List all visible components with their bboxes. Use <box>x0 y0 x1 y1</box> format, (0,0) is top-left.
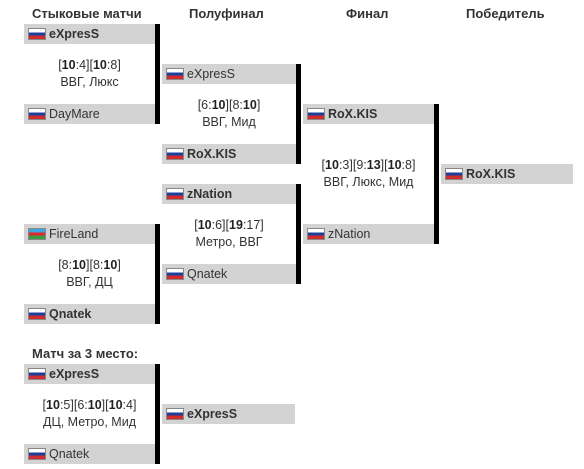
third-winner[interactable]: eXpresS <box>162 404 295 424</box>
map1-score-a: 8 <box>61 258 69 272</box>
map-scores: [10:5][6:10][10:4] <box>42 398 137 412</box>
russia-flag-icon <box>166 408 184 420</box>
qual1-team1[interactable]: eXpresS <box>24 24 155 44</box>
bracket-connector <box>155 24 160 124</box>
map2-score-a: 9 <box>356 158 364 172</box>
map-scores: [6:10][8:10] <box>197 98 261 112</box>
semi2-team1[interactable]: zNation <box>162 184 296 204</box>
map2-score-b: 10 <box>87 398 102 412</box>
map2-score-a: 8 <box>92 258 100 272</box>
team-name: Qnatek <box>187 267 228 281</box>
bracket-connector <box>155 364 160 464</box>
qual1-score: [10:4][10:8] ВВГ, Люкс <box>24 57 155 91</box>
team-name: RoX.KIS <box>187 147 237 161</box>
map1-score-b: 4 <box>79 58 87 72</box>
russia-flag-icon <box>166 148 184 160</box>
map2-score-a: 8 <box>232 98 240 112</box>
final-team1[interactable]: RoX.KIS <box>303 104 434 124</box>
map1-score-b: 3 <box>342 158 350 172</box>
map1-score-a: 10 <box>61 58 76 72</box>
final-team2[interactable]: zNation <box>303 224 434 244</box>
map3-score-a: 10 <box>108 398 123 412</box>
team-name: RoX.KIS <box>466 167 516 181</box>
third-team1[interactable]: eXpresS <box>24 364 155 384</box>
map-names: ДЦ, Метро, Мид <box>42 415 136 429</box>
bracket-connector <box>296 64 301 164</box>
map2-score-b: 10 <box>242 98 257 112</box>
russia-flag-icon <box>166 268 184 280</box>
map2-score-a: 19 <box>229 218 243 232</box>
russia-flag-icon <box>28 108 46 120</box>
final-score: [10:3][9:13][10:8] ВВГ, Люкс, Мид <box>303 157 434 191</box>
russia-flag-icon <box>166 188 184 200</box>
team-name: eXpresS <box>49 367 100 381</box>
qual2-score: [8:10][8:10] ВВГ, ДЦ <box>24 257 155 291</box>
semi2-team2[interactable]: Qnatek <box>162 264 296 284</box>
team-name: eXpresS <box>187 407 238 421</box>
map2-score-b: 8 <box>110 58 118 72</box>
russia-flag-icon <box>307 228 325 240</box>
team-name: eXpresS <box>49 27 100 41</box>
map1-score-a: 10 <box>197 218 212 232</box>
winner-team[interactable]: RoX.KIS <box>441 164 573 184</box>
russia-flag-icon <box>28 368 46 380</box>
team-name: eXpresS <box>187 67 235 81</box>
map-names: ВВГ, Люкс <box>60 75 119 89</box>
team-name: FireLand <box>49 227 99 241</box>
map1-score-a: 6 <box>201 98 209 112</box>
map3-score-a: 10 <box>387 158 402 172</box>
third-place-label: Матч за 3 место: <box>32 346 139 361</box>
map2-score-a: 6 <box>77 398 85 412</box>
third-team2[interactable]: Qnatek <box>24 444 155 464</box>
map1-score-b: 10 <box>211 98 226 112</box>
qual1-team2[interactable]: DayMare <box>24 104 155 124</box>
map2-score-b: 10 <box>103 258 118 272</box>
russia-flag-icon <box>166 68 184 80</box>
map1-score-b: 6 <box>215 218 223 232</box>
russia-flag-icon <box>445 168 463 180</box>
russia-flag-icon <box>307 108 325 120</box>
map-names: ВВГ, Мид <box>202 115 256 129</box>
map3-score-b: 4 <box>126 398 133 412</box>
semi1-team2[interactable]: RoX.KIS <box>162 144 296 164</box>
russia-flag-icon <box>28 448 46 460</box>
map-names: Метро, ВВГ <box>195 235 263 249</box>
map2-score-b: 17 <box>246 218 261 232</box>
team-name: zNation <box>187 187 233 201</box>
map-names: ВВГ, ДЦ <box>66 275 113 289</box>
team-name: DayMare <box>49 107 100 121</box>
bracket-connector <box>434 104 439 244</box>
qual2-team2[interactable]: Qnatek <box>24 304 155 324</box>
map-scores: [10:4][10:8] <box>58 58 121 72</box>
team-name: Qnatek <box>49 447 90 461</box>
map-scores: [8:10][8:10] <box>58 258 121 272</box>
russia-flag-icon <box>28 28 46 40</box>
russia-flag-icon <box>28 308 46 320</box>
map-scores: [10:3][9:13][10:8] <box>321 158 416 172</box>
team-name: zNation <box>328 227 371 241</box>
map1-score-a: 10 <box>325 158 339 172</box>
semi1-score: [6:10][8:10] ВВГ, Мид <box>162 97 296 131</box>
header-semifinal: Полуфинал <box>189 6 264 21</box>
semi1-team1[interactable]: eXpresS <box>162 64 296 84</box>
team-name: RoX.KIS <box>328 107 378 121</box>
map2-score-b: 13 <box>366 158 381 172</box>
map1-score-b: 10 <box>72 258 87 272</box>
map3-score-b: 8 <box>405 158 412 172</box>
map2-score-a: 10 <box>92 58 107 72</box>
third-score: [10:5][6:10][10:4] ДЦ, Метро, Мид <box>24 397 155 431</box>
semi2-score: [10:6][19:17] Метро, ВВГ <box>162 217 296 251</box>
header-qualifiers: Стыковые матчи <box>32 6 142 21</box>
map-scores: [10:6][19:17] <box>194 218 264 232</box>
bracket-connector <box>296 184 301 284</box>
map-names: ВВГ, Люкс, Мид <box>323 175 414 189</box>
header-winner: Победитель <box>466 6 545 21</box>
azerbaijan-flag-icon <box>28 228 46 240</box>
map1-score-a: 10 <box>46 398 60 412</box>
map1-score-b: 5 <box>63 398 71 412</box>
bracket-connector <box>155 224 160 324</box>
qual2-team1[interactable]: FireLand <box>24 224 155 244</box>
header-final: Финал <box>346 6 389 21</box>
team-name: Qnatek <box>49 307 92 321</box>
